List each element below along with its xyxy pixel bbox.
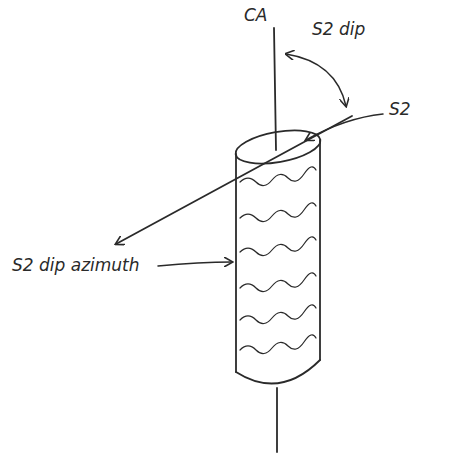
foliation-trace bbox=[240, 203, 316, 222]
foliation-trace bbox=[240, 237, 316, 256]
core-side bbox=[235, 154, 237, 372]
dip-azimuth-label: S2 dip azimuth bbox=[12, 256, 140, 275]
core-axis bbox=[276, 388, 278, 452]
foliation-trace bbox=[240, 273, 316, 292]
core-top bbox=[233, 125, 323, 169]
leader-line bbox=[306, 114, 383, 140]
axis-label: CA bbox=[244, 6, 268, 25]
foliation-label: S2 bbox=[389, 100, 411, 119]
foliation-trace bbox=[240, 335, 316, 354]
core-bottom bbox=[236, 360, 320, 384]
core-side bbox=[319, 140, 321, 360]
dip-azimuth-arrow bbox=[116, 116, 352, 244]
foliation-trace bbox=[240, 305, 316, 324]
dip-label: S2 dip bbox=[312, 20, 365, 39]
leader-line bbox=[158, 262, 232, 266]
dip-angle-arc bbox=[286, 54, 346, 106]
